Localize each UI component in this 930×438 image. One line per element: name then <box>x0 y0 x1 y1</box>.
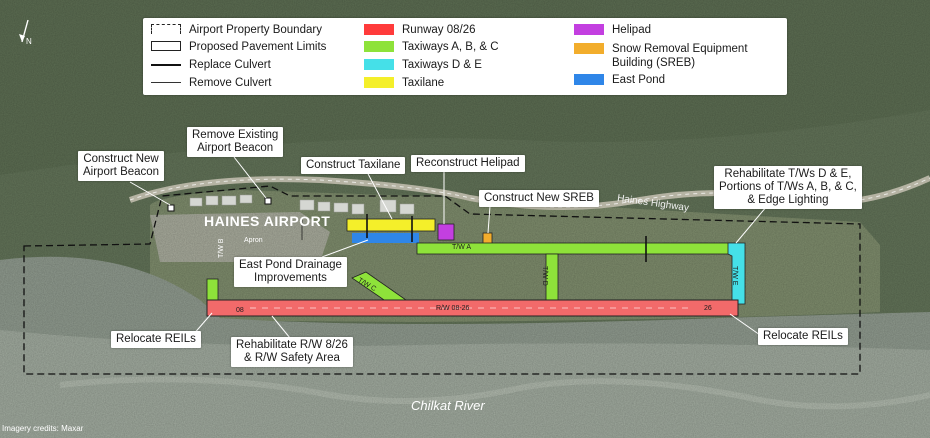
airport-buildings <box>189 194 415 215</box>
legend-item-helipad: Helipad <box>574 23 651 37</box>
callout-relocate-reils-east: Relocate REILs <box>758 328 848 345</box>
beacon-marker-icon <box>264 197 272 205</box>
apron-label: Apron <box>244 237 263 244</box>
taxiways-abc-swatch <box>364 41 394 52</box>
legend-item-east-pond: East Pond <box>574 73 665 87</box>
helipad-swatch <box>574 24 604 35</box>
beacon-marker-icon <box>167 204 175 212</box>
outline-box-icon <box>151 41 181 51</box>
callout-construct-beacon: Construct New Airport Beacon <box>78 151 165 181</box>
east-pond <box>352 233 419 243</box>
east-pond-swatch <box>574 74 604 85</box>
legend-item-taxiways-de: Taxiways D & E <box>364 58 482 72</box>
helipad <box>437 223 455 241</box>
north-arrow-icon: N <box>19 19 32 46</box>
callout-relocate-reils-west: Relocate REILs <box>111 331 201 348</box>
river-label: Chilkat River <box>411 398 485 413</box>
callout-construct-sreb: Construct New SREB <box>479 190 599 207</box>
taxilane-swatch <box>364 77 394 88</box>
map-legend: Airport Property Boundary Proposed Pavem… <box>143 18 787 95</box>
replace-culverts <box>366 214 647 262</box>
taxiway-b <box>206 278 219 301</box>
callout-remove-beacon: Remove Existing Airport Beacon <box>187 127 284 157</box>
taxilane <box>346 218 436 232</box>
callout-construct-taxilane: Construct Taxilane <box>301 157 406 174</box>
runway-end-26-label: 26 <box>704 305 712 312</box>
taxiway-e-label: T/W E <box>731 266 738 286</box>
legend-item-replace-culvert: Replace Culvert <box>151 58 271 72</box>
taxiways-de-swatch <box>364 59 394 70</box>
thin-line-icon <box>151 82 181 84</box>
legend-item-taxiways-abc: Taxiways A, B, & C <box>364 40 499 54</box>
legend-item-property-boundary: Airport Property Boundary <box>151 23 322 37</box>
callout-reconstruct-helipad: Reconstruct Helipad <box>411 155 525 172</box>
runway-label: R/W 08-26 <box>436 305 470 312</box>
airport-name: HAINES AIRPORT <box>204 213 331 229</box>
legend-item-remove-culvert: Remove Culvert <box>151 76 271 90</box>
runway-end-08-label: 08 <box>236 307 244 314</box>
taxiway-b-label: T/W B <box>218 238 225 258</box>
sreb-swatch <box>574 43 604 54</box>
dashed-boundary-icon <box>151 24 181 34</box>
runway-08-26 <box>206 299 739 317</box>
airport-property-boundary <box>23 185 861 375</box>
imagery-credits: Imagery credits: Maxar <box>2 424 84 433</box>
callout-rehab-runway: Rehabilitate R/W 8/26 & R/W Safety Area <box>231 337 353 367</box>
legend-item-taxilane: Taxilane <box>364 76 444 90</box>
legend-item-runway: Runway 08/26 <box>364 23 476 37</box>
callout-east-pond: East Pond Drainage Improvements <box>234 257 347 287</box>
callout-rehab-taxiways: Rehabilitate T/Ws D & E, Portions of T/W… <box>714 166 862 209</box>
taxiway-a-label: T/W A <box>452 244 472 251</box>
thick-line-icon <box>151 64 181 67</box>
legend-item-pavement-limits: Proposed Pavement Limits <box>151 40 326 54</box>
runway-swatch <box>364 24 394 35</box>
taxiway-d-label: T/W D <box>541 266 548 286</box>
svg-text:N: N <box>26 37 32 46</box>
legend-item-sreb: Snow Removal Equipment Building (SREB) <box>574 42 784 70</box>
